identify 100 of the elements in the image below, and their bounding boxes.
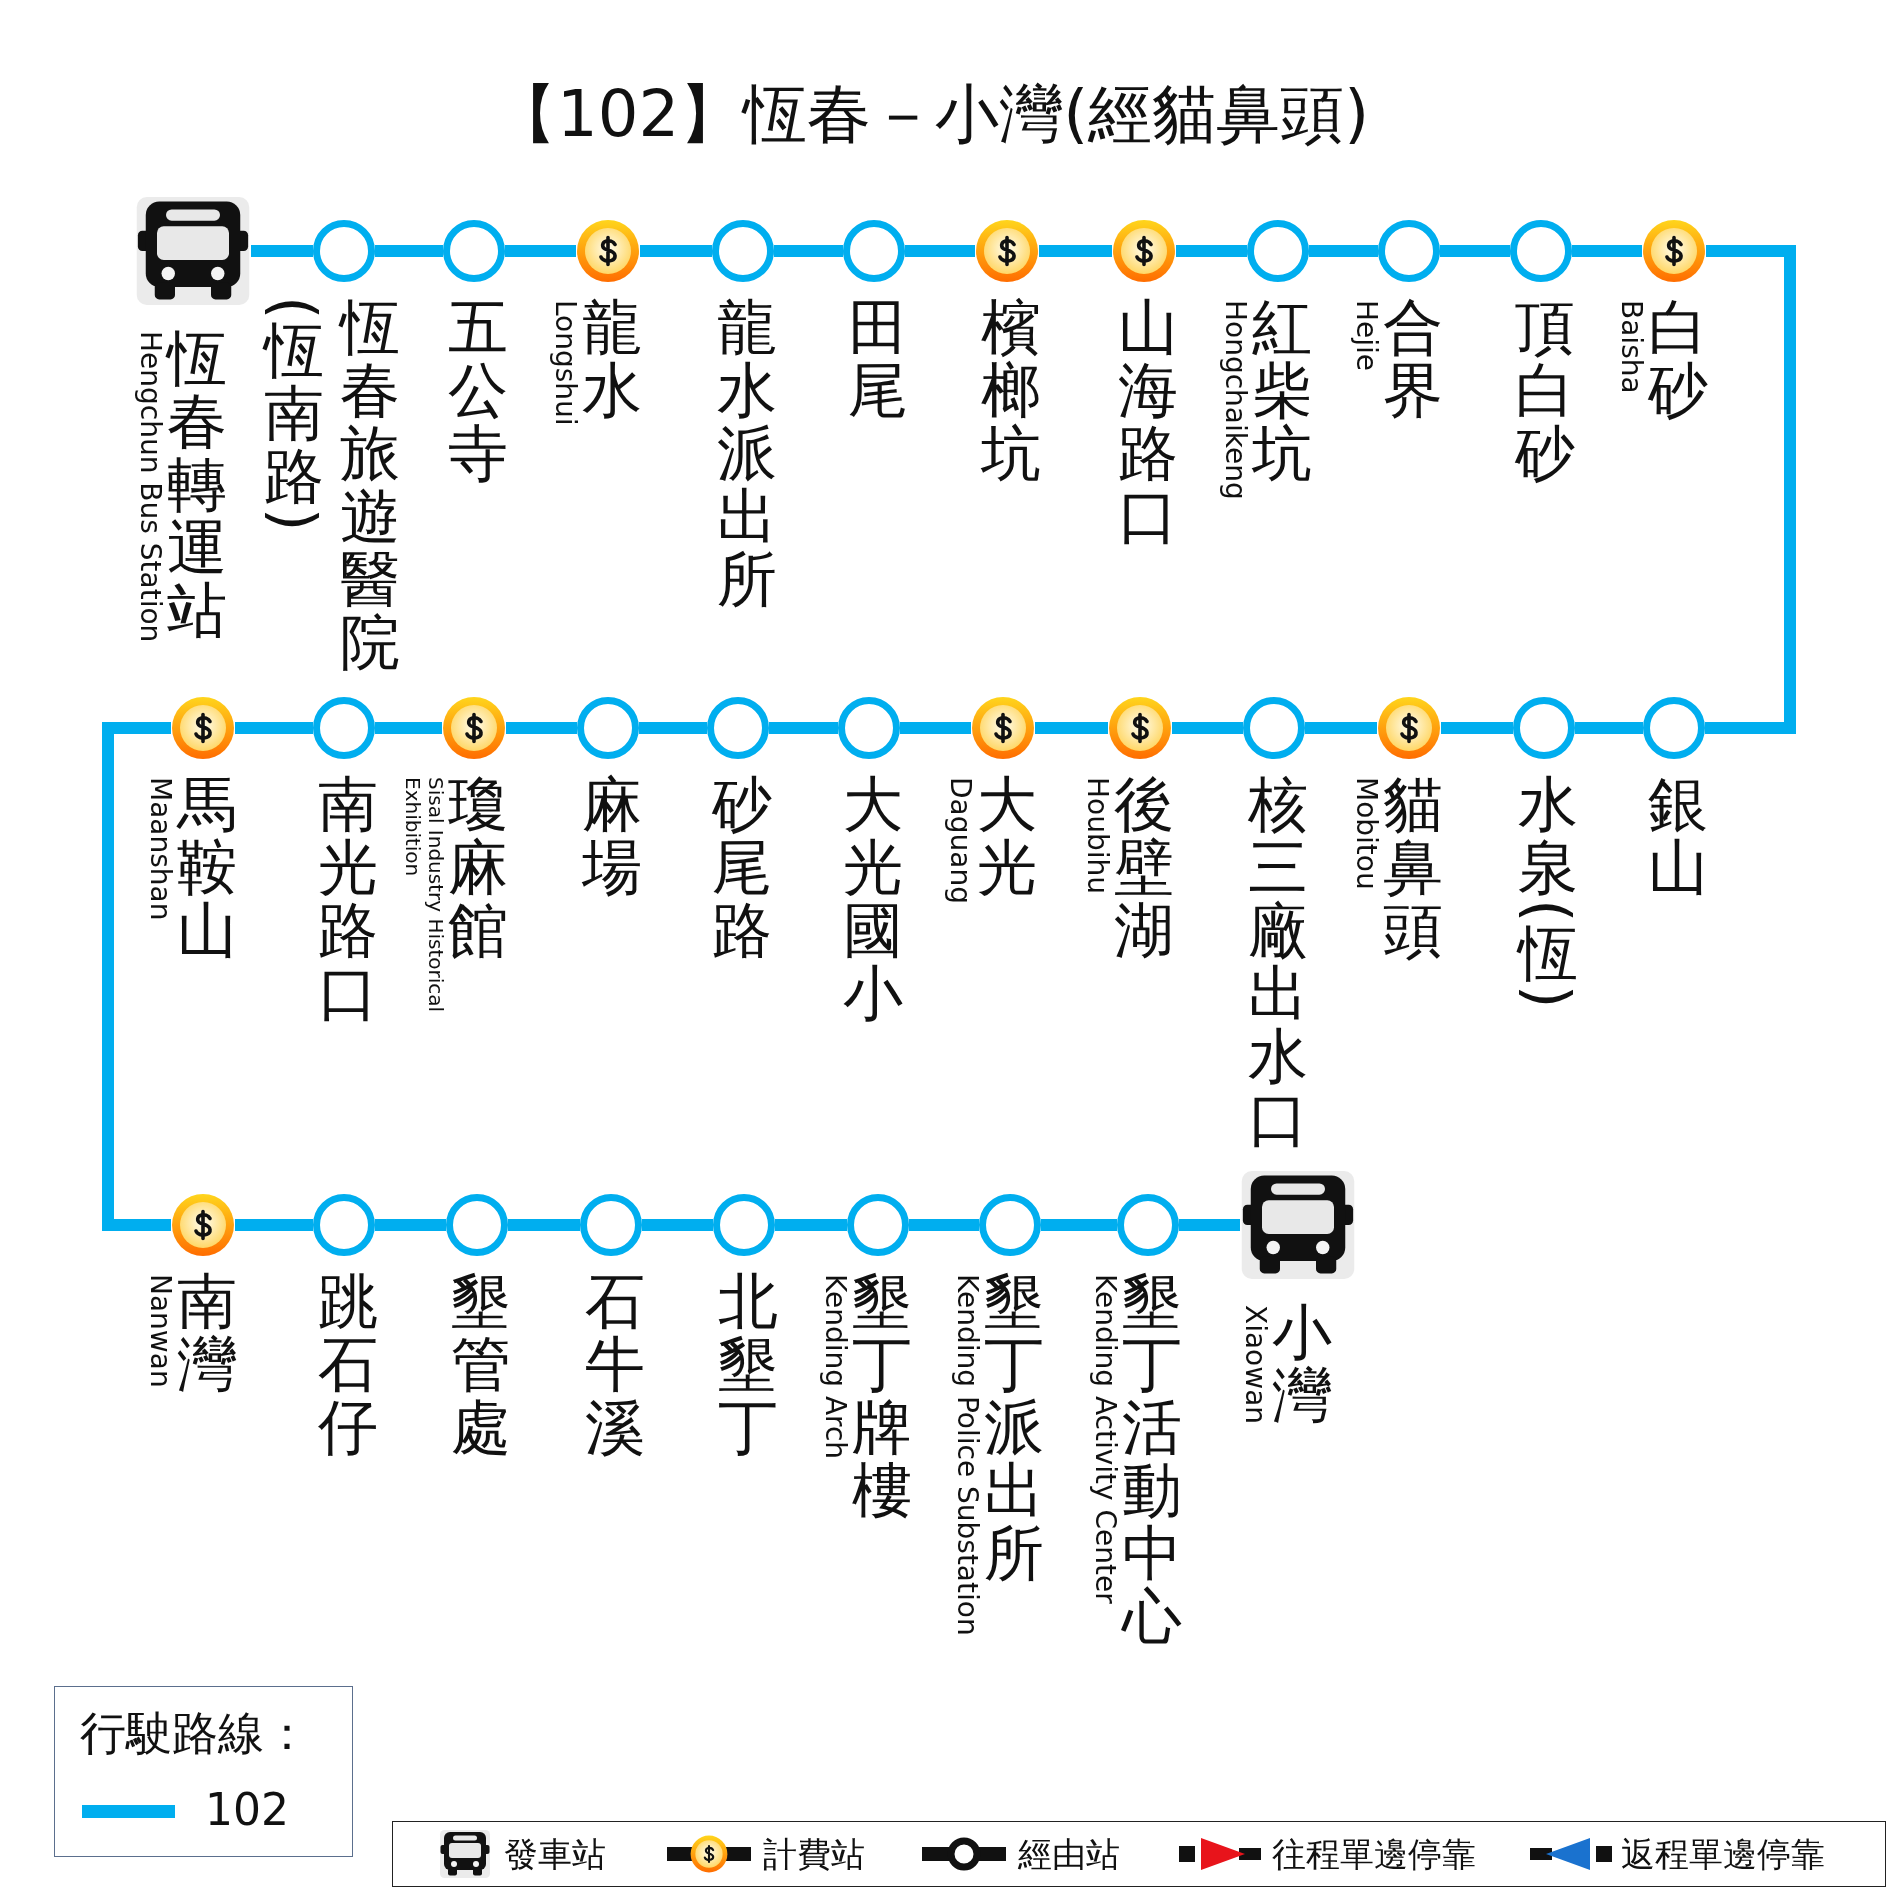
dollar-coin-icon: [971, 696, 1035, 760]
route-line: [102, 722, 171, 1231]
legend-label: 102: [205, 1784, 289, 1837]
route-line: [1440, 245, 1510, 257]
stop-name-english: Sisal Industry Historical Exhibition: [401, 777, 447, 1015]
route-line: [1705, 245, 1796, 734]
dollar-coin-icon: [1112, 219, 1176, 283]
stop-name-english: Hejie: [1350, 300, 1383, 372]
ring-icon: [313, 220, 375, 282]
ring-icon: [713, 1194, 775, 1256]
route-line: [642, 1219, 713, 1231]
dollar-coin-icon: [442, 696, 506, 760]
ring-icon: [1513, 697, 1575, 759]
ring-icon: [843, 220, 905, 282]
title: 【102】恆春－小灣(經貓鼻頭): [493, 76, 1370, 153]
route-line: [1041, 1219, 1117, 1231]
stop-name-english: Hongchaikeng: [1219, 300, 1252, 500]
ring-icon: [1510, 220, 1572, 282]
dollar-coin-icon: [171, 696, 235, 760]
stop-name-english: Maanshan: [144, 777, 177, 921]
stop-name: 貓鼻頭: [1382, 773, 1444, 962]
stop-name: 北墾丁: [717, 1270, 779, 1459]
stop-name: 跳石仔: [317, 1270, 379, 1459]
ring-icon: [577, 697, 639, 759]
route-line: [505, 245, 576, 257]
route-line: [375, 245, 443, 257]
stop-name: 恆春轉運站: [166, 327, 228, 642]
legend-label: 往程單邊停靠: [1272, 1834, 1476, 1875]
stop-name: 恆春旅遊醫院: [339, 296, 401, 674]
bus-icon: [135, 197, 251, 305]
route-line: [774, 245, 843, 257]
legend-label: 發車站: [504, 1834, 606, 1875]
stop-name: 紅柴坑: [1251, 296, 1313, 485]
stop-name: 大光國小: [842, 773, 904, 1025]
stop-name-english: Kending Police Substation: [951, 1274, 984, 1636]
stop-name: 核三廠出水口: [1247, 773, 1309, 1151]
stop-name: 田尾: [847, 296, 909, 422]
ring-icon: [1643, 697, 1705, 759]
route-line: [1575, 722, 1643, 734]
route-line: [1172, 722, 1243, 734]
stop-name: 墾管處: [450, 1270, 512, 1459]
dollar-coin-icon: [1377, 696, 1441, 760]
route-line: [639, 722, 707, 734]
route-line: [235, 722, 313, 734]
stop-name-english: Daguang: [944, 777, 977, 904]
route-line: [508, 1219, 580, 1231]
stop-name: 合界: [1382, 296, 1444, 422]
ring-icon: [838, 697, 900, 759]
stop-name-english: Nanwan: [144, 1274, 177, 1388]
route-line: [375, 1219, 446, 1231]
route-line: [1309, 245, 1378, 257]
stop-name-english: Xiaowan: [1239, 1305, 1272, 1425]
bus-icon: [1240, 1171, 1356, 1279]
stop-name: 銀山: [1647, 773, 1709, 899]
route-line: [1035, 722, 1108, 734]
route-line: [1441, 722, 1513, 734]
stop-name: 馬鞍山: [176, 773, 238, 962]
dollar-coin-icon: [576, 219, 640, 283]
route-line: [1305, 722, 1377, 734]
route-line: [1039, 245, 1112, 257]
stop-name: 龍水派出所: [716, 296, 778, 611]
route-line: [775, 1219, 847, 1231]
stop-name-english: Mobitou: [1350, 777, 1383, 890]
dollar-coin-icon: [171, 1193, 235, 1257]
route-line: [905, 245, 975, 257]
stop-name: 龍水: [581, 296, 643, 422]
ring-icon: [979, 1194, 1041, 1256]
legend-title: 行駛路線：: [80, 1706, 310, 1762]
route-line: [769, 722, 838, 734]
ring-icon: [313, 697, 375, 759]
route-line: [640, 245, 712, 257]
stop-name: 五公寺: [447, 296, 509, 485]
stop-name: 小灣: [1271, 1301, 1333, 1427]
ring-icon: [707, 697, 769, 759]
ring-icon: [1243, 697, 1305, 759]
ring-icon: [712, 220, 774, 282]
stop-name: 檳榔坑: [980, 296, 1042, 485]
route-line: [1572, 245, 1642, 257]
ring-icon: [443, 220, 505, 282]
ring-icon: [1247, 220, 1309, 282]
stop-name: 砂尾路: [711, 773, 773, 962]
stop-name: 南灣: [176, 1270, 238, 1396]
route-line: [251, 245, 313, 257]
stop-name: (恆南路): [263, 296, 325, 532]
legend-label: 計費站: [763, 1834, 865, 1875]
ring-icon: [847, 1194, 909, 1256]
ring-icon: [1117, 1194, 1179, 1256]
stop-name: 後壁湖: [1114, 773, 1175, 962]
stop-name: 墾丁牌樓: [851, 1270, 913, 1522]
dollar-coin-icon: [1642, 219, 1706, 283]
legend-label: 返程單邊停靠: [1621, 1834, 1825, 1875]
route-line: [235, 1219, 313, 1231]
stop-name-english: Longshui: [549, 300, 582, 426]
route-line: [900, 722, 971, 734]
stop-name: 墾丁活動中心: [1121, 1270, 1183, 1648]
stop-name: 水泉(恆): [1517, 773, 1579, 1009]
ring-icon: [446, 1194, 508, 1256]
dollar-coin-icon: [1108, 696, 1172, 760]
stop-name-english: Kending Activity Center: [1089, 1274, 1122, 1604]
stop-name-english: Baisha: [1615, 300, 1648, 394]
